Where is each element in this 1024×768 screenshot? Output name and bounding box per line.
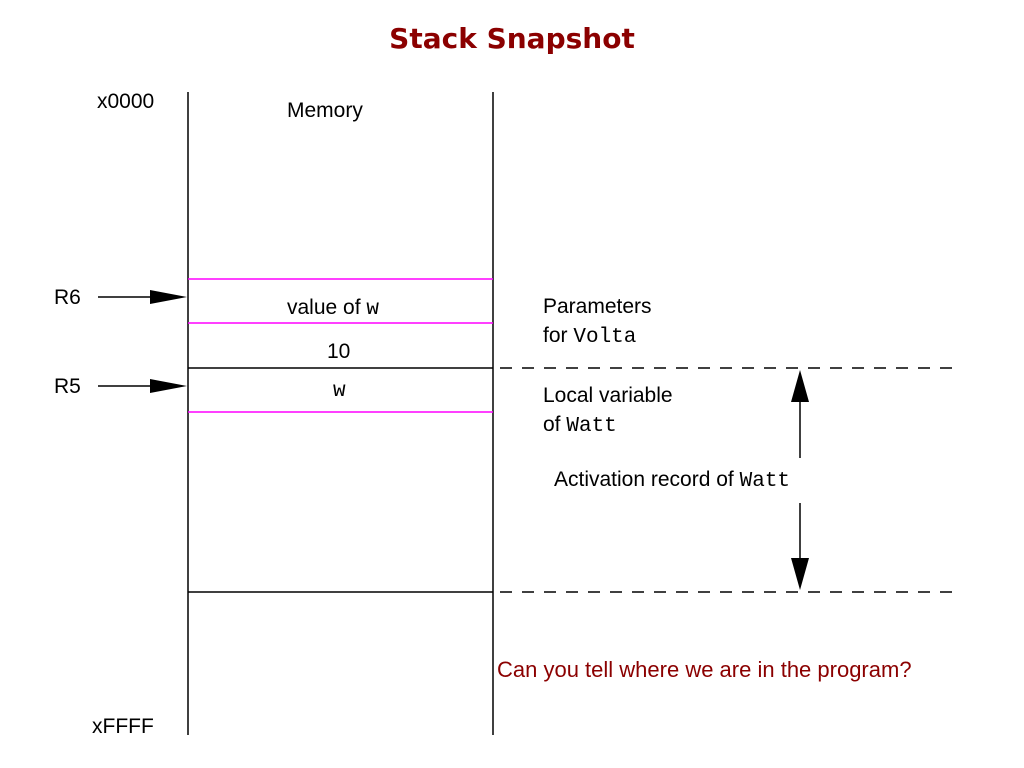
local-of-text: of xyxy=(543,413,561,436)
r6-arrow xyxy=(98,290,187,304)
local-variable-line1: Local variable xyxy=(543,384,673,407)
parameters-volta-var: Volta xyxy=(573,326,637,349)
cell-value-of-w: value of w xyxy=(287,296,379,321)
local-watt-var: Watt xyxy=(566,415,617,438)
parameters-line2: for Volta xyxy=(543,324,636,349)
parameters-line1: Parameters xyxy=(543,295,652,318)
activation-record-watt-var: Watt xyxy=(739,470,791,493)
question-text: Can you tell where we are in the program… xyxy=(497,657,912,682)
address-top-label: x0000 xyxy=(97,90,155,113)
parameters-for-text: for xyxy=(543,324,568,347)
r5-arrow xyxy=(98,379,187,393)
activation-record-text: Activation record of xyxy=(554,468,734,491)
activation-record-label: Activation record of Watt xyxy=(554,468,790,493)
page-title: Stack Snapshot xyxy=(389,22,635,55)
cell-ten: 10 xyxy=(327,340,351,363)
address-bottom-label: xFFFF xyxy=(92,715,154,738)
memory-header: Memory xyxy=(287,99,363,122)
activation-record-arrow xyxy=(791,370,809,590)
r6-label: R6 xyxy=(54,286,81,309)
cell-w: w xyxy=(333,380,346,403)
r5-label: R5 xyxy=(54,375,81,398)
local-variable-line2: of Watt xyxy=(543,413,617,438)
cell-value-of-w-var: w xyxy=(366,298,380,321)
cell-value-of-w-text: value of xyxy=(287,296,361,319)
